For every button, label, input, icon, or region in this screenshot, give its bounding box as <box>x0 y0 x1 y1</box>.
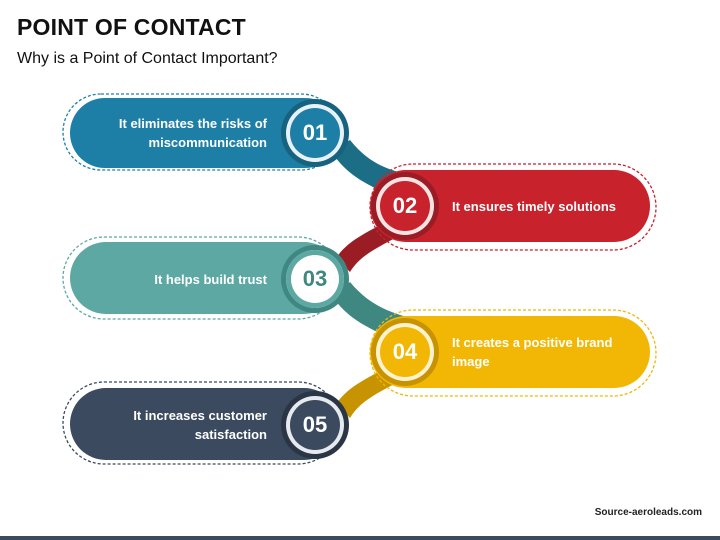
pill-bars <box>70 98 650 460</box>
page-title: POINT OF CONTACT <box>17 14 246 40</box>
item-01-label: It eliminates the risks of miscommunicat… <box>118 116 267 150</box>
item-04-label: It creates a positive brand image <box>452 335 613 369</box>
pill-bar-04 <box>370 316 650 388</box>
pill-bar-02 <box>370 170 650 242</box>
item-03-label: It helps build trust <box>154 271 267 287</box>
pill-bar-05 <box>70 388 340 460</box>
item-02-label: It ensures timely solutions <box>452 198 616 214</box>
item-01-number: 01 <box>286 104 344 162</box>
dash-outline-04 <box>369 309 657 397</box>
dash-outline-05 <box>62 381 340 465</box>
item-04-number: 04 <box>376 323 434 381</box>
page-subtitle: Why is a Point of Contact Important? <box>17 50 278 67</box>
item-02-number: 02 <box>376 177 434 235</box>
item-05-number: 05 <box>286 396 344 454</box>
source-credit: Source-aeroleads.com <box>594 507 702 518</box>
dash-outline-02 <box>369 163 657 251</box>
item-03-number: 03 <box>286 250 344 308</box>
dashed-outlines <box>62 93 657 465</box>
dash-outline-03 <box>62 236 340 320</box>
pill-bar-03 <box>70 242 340 314</box>
bottom-bar <box>0 536 720 540</box>
dash-outline-01 <box>62 93 340 171</box>
pill-bar-01 <box>70 98 340 168</box>
item-05-label: It increases customer satisfaction <box>133 408 267 442</box>
